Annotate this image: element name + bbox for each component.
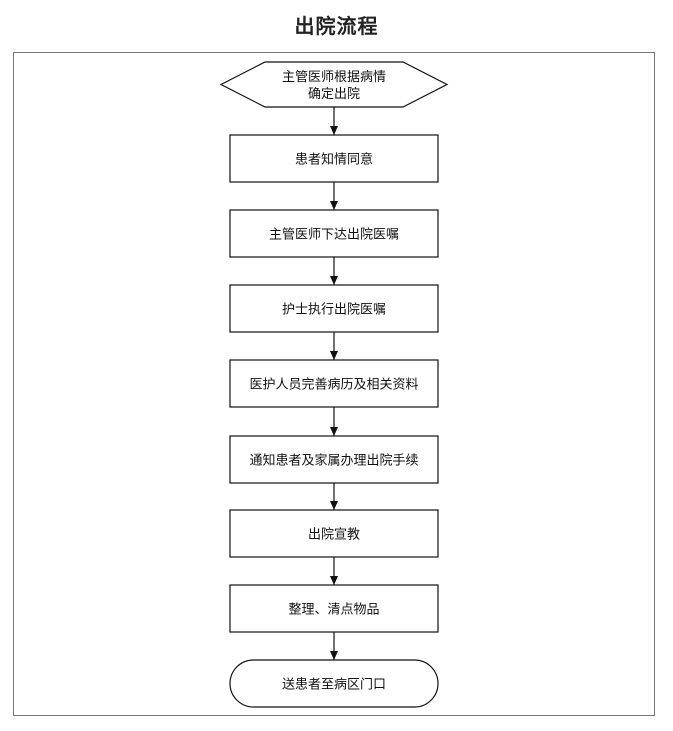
flow-step-label: 确定出院 (308, 87, 360, 102)
flow-step-label: 主管医师下达出院医嘱 (269, 228, 399, 243)
diagram-frame (13, 52, 655, 716)
flow-step-label: 主管医师根据病情 (282, 70, 386, 85)
flow-step-2: 患者知情同意 (229, 134, 439, 183)
page-title: 出院流程 (294, 14, 379, 38)
process-box (229, 584, 439, 633)
process-box (229, 134, 439, 183)
flow-step-label: 整理、清点物品 (288, 603, 379, 618)
process-box (229, 359, 439, 408)
flow-step-6: 通知患者及家属办理出院手续 (229, 435, 439, 484)
flow-step-5: 医护人员完善病历及相关资料 (229, 359, 439, 408)
flow-step-3: 主管医师下达出院医嘱 (229, 209, 439, 258)
flow-step-label: 通知患者及家属办理出院手续 (249, 453, 418, 469)
flow-step-label: 患者知情同意 (295, 152, 373, 168)
start-hexagon (219, 61, 449, 108)
flow-step-label: 送患者至病区门口 (282, 678, 386, 693)
flow-step-9: 送患者至病区门口 (229, 659, 439, 708)
flow-step-4: 护士执行出院医嘱 (229, 284, 439, 333)
end-terminal (229, 659, 439, 708)
flow-step-8: 整理、清点物品 (229, 584, 439, 633)
flow-step-label: 出院宣教 (308, 527, 360, 543)
flow-step-label: 护士执行出院医嘱 (282, 303, 386, 318)
flow-step-label: 医护人员完善病历及相关资料 (249, 377, 418, 393)
flow-step-7: 出院宣教 (229, 509, 439, 558)
